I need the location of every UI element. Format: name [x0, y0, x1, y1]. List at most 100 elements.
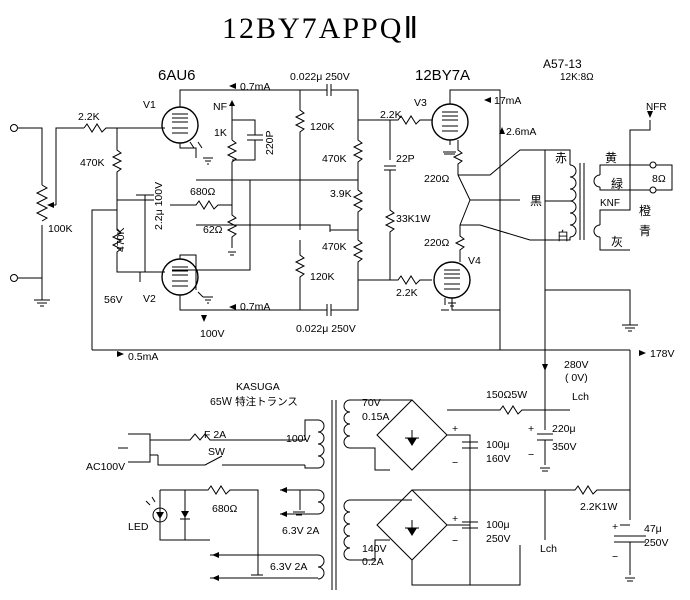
tube-label-v3: V3	[414, 97, 427, 109]
ac-plug-icon	[128, 433, 151, 463]
label-speaker-8ohm: 8Ω	[652, 173, 666, 185]
label-led-resistor: 680Ω	[212, 503, 238, 515]
label-wire-red: 赤	[555, 151, 567, 165]
tube-label-v2: V2	[143, 293, 156, 305]
label-voltage-0: ( 0V)	[565, 372, 588, 384]
label-r120-b: 120K	[310, 271, 335, 283]
label-ptrans-maker: KASUGA	[236, 381, 280, 393]
tube-v2	[161, 258, 199, 296]
plus-mark-1: +	[452, 423, 458, 435]
label-fuse: F 2A	[204, 429, 226, 441]
label-cap-2-2u: 2.2μ 100V	[153, 182, 165, 230]
label-current-05: 0.5mA	[128, 351, 158, 363]
label-r3-9k: 3.9K	[330, 188, 352, 200]
power-transformer-primary	[317, 419, 325, 469]
label-switch: SW	[208, 446, 225, 458]
label-c220-voltage: 350V	[552, 441, 577, 453]
label-sec-140v: 140V	[362, 543, 387, 555]
label-sec-015a: 0.15A	[362, 411, 389, 423]
label-r470-d: 470K	[322, 241, 347, 253]
label-voltage-178: 178V	[650, 348, 675, 360]
label-current-26: 2.6mA	[506, 126, 536, 138]
label-r470-c: 470K	[322, 153, 347, 165]
label-cathode-r-top: 220Ω	[424, 173, 450, 185]
labels: 6AU6 12BY7A V1 V2 V3 V4 A57-13 12K:8Ω 2.…	[48, 57, 675, 573]
label-coupling-cap-top: 0.022μ 250V	[290, 71, 350, 83]
label-c100-2-voltage: 250V	[486, 533, 511, 545]
minus-mark-1: −	[452, 457, 458, 469]
label-voltage-100: 100V	[200, 328, 225, 340]
label-volume-pot: 100K	[48, 223, 73, 235]
output-transformer	[544, 111, 673, 332]
opt-secondary-coil	[593, 174, 601, 238]
tube-v3	[431, 103, 469, 141]
label-wire-yellow: 黄	[605, 151, 617, 165]
label-wire-black: 黒	[530, 194, 542, 208]
label-knf: KNF	[600, 198, 620, 209]
driver-stage	[91, 84, 359, 350]
power-transformer-secondary-hv2	[343, 499, 351, 561]
label-c100-1-value: 100μ	[486, 439, 510, 451]
heater-winding-1	[317, 489, 325, 515]
label-wire-gray: 灰	[611, 235, 623, 249]
label-sec-02a: 0.2A	[362, 556, 384, 568]
label-voltage-56: 56V	[104, 294, 123, 306]
label-nfr: NFR	[646, 102, 667, 113]
label-cathode-r-bottom: 220Ω	[424, 237, 450, 249]
label-nf: NF	[213, 101, 227, 113]
label-r2-2k1w: 2.2K1W	[580, 501, 617, 513]
input-jack-ground	[10, 274, 18, 282]
label-r62: 62Ω	[203, 224, 223, 236]
minus-mark-4: −	[612, 551, 618, 563]
volume-pot	[35, 184, 49, 222]
label-r150: 150Ω5W	[486, 389, 527, 401]
label-wire-orange: 橙	[639, 203, 651, 218]
output-grid-network	[172, 115, 432, 285]
label-current-bottom: 0.7mA	[240, 301, 270, 313]
b-plus-rails	[92, 83, 646, 520]
label-c47-voltage: 250V	[644, 537, 669, 549]
label-c220-value: 220μ	[552, 423, 576, 435]
label-sec-70v: 70V	[362, 397, 381, 409]
label-r470-b: 470K	[115, 227, 127, 252]
label-input-resistor: 2.2K	[78, 111, 100, 123]
opt-spec: 12K:8Ω	[560, 72, 594, 83]
label-r33k: 33K1W	[396, 213, 431, 225]
label-r680: 680Ω	[190, 186, 216, 198]
tube-v4	[433, 261, 471, 299]
label-coupling-cap-bottom: 0.022μ 250V	[296, 323, 356, 335]
label-pri-100v: 100V	[286, 433, 311, 445]
label-c22p: 22P	[396, 153, 415, 165]
label-ptrans-spec: 65Ｗ 特注トランス	[210, 395, 298, 408]
label-wire-white: 白	[557, 228, 569, 243]
heater-winding-2	[317, 554, 325, 580]
label-grid-r-bottom: 2.2K	[396, 287, 418, 299]
label-r120-a: 120K	[310, 121, 335, 133]
power-supply	[118, 399, 646, 590]
diagram-title: 12BY7APPQⅡ	[222, 12, 420, 45]
plus-mark-2: +	[528, 423, 534, 435]
label-lch-2: Lch	[540, 543, 557, 555]
label-lch-1: Lch	[572, 391, 589, 403]
tube-type-driver: 6AU6	[158, 67, 196, 84]
output-tubes	[431, 89, 545, 350]
label-c220p: 220P	[264, 130, 276, 155]
plus-mark-3: +	[452, 513, 458, 525]
label-voltage-280: 280V	[564, 359, 589, 371]
label-heater-1: 6.3V 2A	[282, 525, 319, 537]
label-current-top: 0.7mA	[240, 81, 270, 93]
label-c47-value: 47μ	[644, 523, 662, 535]
tube-v1	[161, 106, 199, 144]
plus-mark-4: +	[612, 521, 618, 533]
label-r1k: 1K	[214, 127, 227, 139]
bridge-rectifier-1	[376, 399, 448, 471]
input-jack-hot	[10, 124, 18, 132]
opt-primary-coil	[569, 164, 577, 238]
tube-label-v1: V1	[143, 99, 156, 111]
minus-mark-3: −	[452, 535, 458, 547]
label-heater-2: 6.3V 2A	[270, 561, 307, 573]
tube-label-v4: V4	[468, 255, 481, 267]
input-section	[10, 123, 165, 307]
